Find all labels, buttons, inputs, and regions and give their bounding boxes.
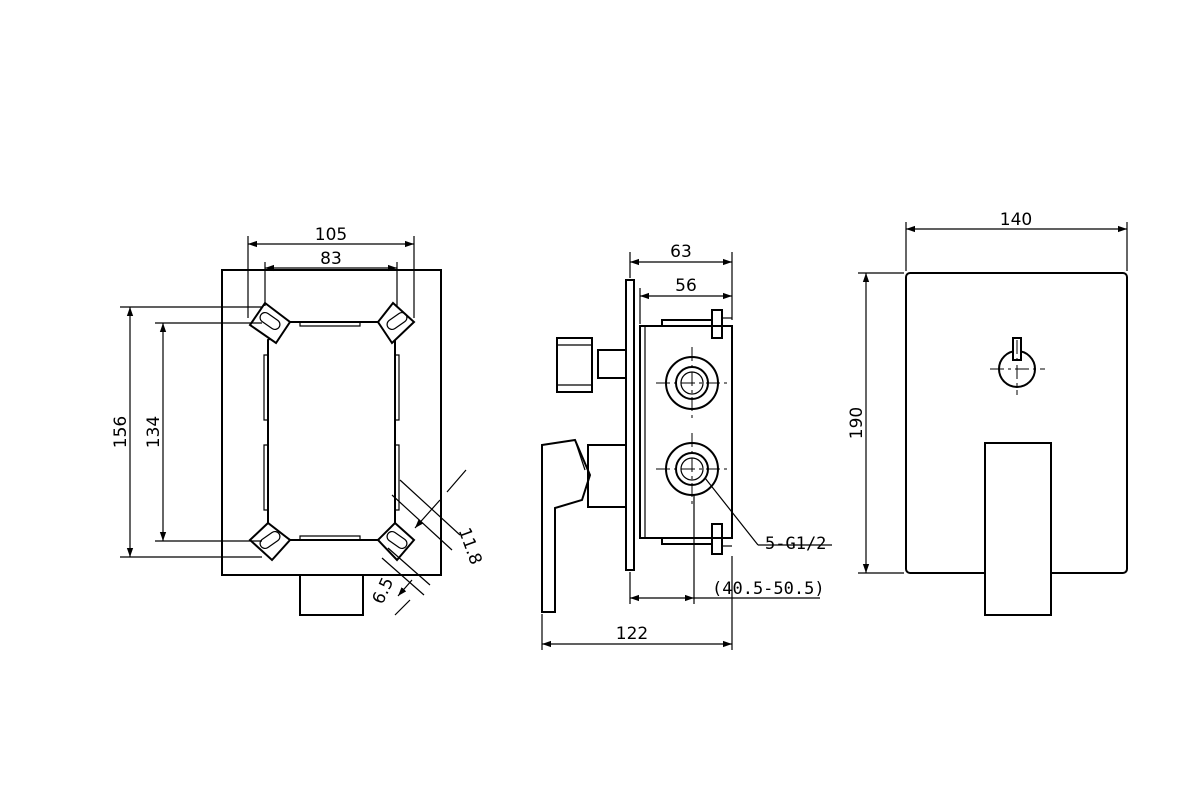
side-view: 63 56 5-G1/2 (40.5-50.5) 122 [541, 242, 832, 650]
dim-outer-height: 156 [111, 416, 131, 448]
lever-front [984, 442, 1052, 616]
label-connections: 5-G1/2 [765, 534, 826, 554]
dim-total-depth: 122 [616, 624, 648, 644]
dim-slot-width: 6.5 [369, 574, 399, 607]
frame-rib-left-lower [263, 444, 268, 511]
outlet-stub [299, 575, 364, 616]
dim-plate-height: 190 [847, 407, 867, 439]
lug-bottom-right [376, 521, 416, 562]
diverter-knob-front [990, 337, 1045, 395]
lug-bottom-left [248, 521, 292, 562]
cover-plate-view: 140 190 [847, 210, 1128, 616]
bracket-bottom-screw [711, 523, 723, 555]
lug-top-left [248, 301, 292, 345]
dim-body-depth: 56 [675, 276, 697, 296]
diverter-knob [556, 337, 593, 393]
lug-top-right [376, 301, 416, 345]
dim-slot-length: 11.8 [454, 525, 486, 567]
diverter-stem [597, 349, 627, 379]
lever-handle [541, 438, 592, 613]
dim-inner-width: 83 [320, 249, 342, 269]
dim-inner-height: 134 [144, 416, 164, 448]
bracket-top-screw [711, 309, 723, 339]
dim-plate-width: 140 [1000, 210, 1032, 230]
wall-plate-edge [625, 279, 635, 571]
frame-rib-left-upper [263, 354, 268, 421]
dim-adjustable-range: (40.5-50.5) [712, 579, 825, 599]
valve-body [639, 325, 733, 539]
dim-outer-width: 105 [315, 225, 347, 245]
frame-rib-bottom [299, 535, 361, 540]
frame-rib-right-upper [395, 354, 400, 421]
dim-depth: 63 [670, 242, 692, 262]
frame-rib-top [299, 322, 361, 327]
mounting-frame [267, 321, 396, 541]
handle-escutcheon [587, 444, 627, 508]
front-view: 105 83 156 134 11.8 6.5 [111, 225, 486, 616]
frame-rib-right-lower [395, 444, 400, 511]
